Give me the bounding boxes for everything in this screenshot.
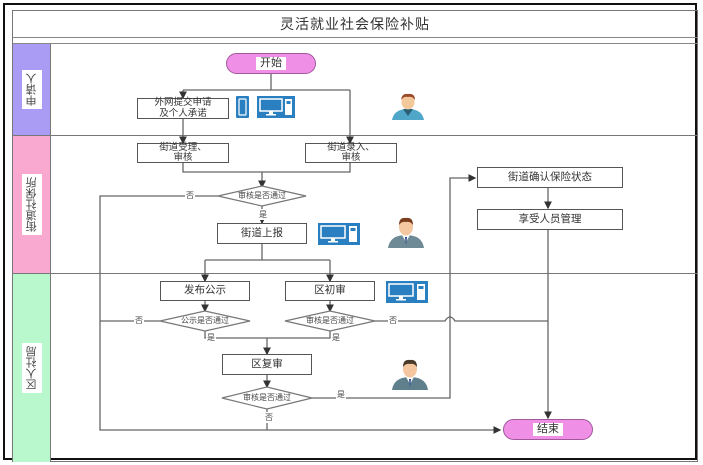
computer-icon bbox=[257, 96, 295, 118]
connector bbox=[182, 163, 351, 173]
lane-divider bbox=[51, 273, 697, 274]
start-node: 开始 bbox=[226, 53, 316, 74]
process-street-accept: 街道受理、 审核 bbox=[137, 142, 229, 163]
header-spacer bbox=[13, 37, 697, 44]
end-node: 结束 bbox=[503, 419, 593, 440]
no-label: 否 bbox=[185, 190, 195, 201]
diagram-title: 灵活就业社会保险补贴 bbox=[13, 11, 697, 38]
yes-label: 是 bbox=[258, 209, 268, 220]
no-label: 否 bbox=[134, 315, 144, 326]
lane-divider bbox=[51, 135, 697, 136]
decision-review-1-label: 审核是否通过 bbox=[238, 190, 286, 200]
applicant-person-icon bbox=[392, 93, 424, 120]
swimlane-container: 灵活就业社会保险补贴 申请人 街道社保所 区人社局 bbox=[12, 10, 698, 462]
decision-review-3-label: 审核是否通过 bbox=[243, 392, 291, 402]
diagram-frame: 灵活就业社会保险补贴 申请人 街道社保所 区人社局 bbox=[3, 3, 698, 462]
decision-review-2-label: 审核是否通过 bbox=[306, 315, 354, 325]
start-label: 开始 bbox=[256, 57, 286, 70]
lane-label-applicant: 申请人 bbox=[13, 44, 51, 136]
lane-label-district: 区人社局 bbox=[13, 274, 51, 462]
computer-icon bbox=[318, 223, 360, 245]
officer-person-icon bbox=[392, 359, 428, 390]
process-street-confirm: 街道确认保险状态 bbox=[477, 167, 623, 188]
end-label: 结束 bbox=[533, 423, 563, 436]
lane-label-street: 街道社保所 bbox=[13, 136, 51, 274]
process-street-entry: 街道录入、 审核 bbox=[305, 142, 397, 163]
tablet-icon bbox=[236, 96, 249, 118]
process-district-first-review: 区初审 bbox=[285, 281, 375, 301]
process-street-report: 街道上报 bbox=[217, 223, 307, 244]
decision-review-1 bbox=[217, 185, 307, 207]
yes-label: 是 bbox=[206, 332, 216, 343]
decision-publicity bbox=[159, 310, 251, 332]
process-beneficiary-management: 享受人员管理 bbox=[477, 209, 623, 230]
connector bbox=[375, 316, 548, 322]
decision-review-2 bbox=[284, 310, 376, 332]
process-district-recheck: 区复审 bbox=[222, 354, 312, 375]
decision-publicity-label: 公示是否通过 bbox=[181, 315, 229, 325]
process-submit-application: 外网提交申请 及个人承诺 bbox=[137, 97, 229, 119]
decision-review-3 bbox=[221, 386, 313, 410]
no-label: 否 bbox=[264, 412, 274, 423]
no-label: 否 bbox=[388, 315, 398, 326]
process-publish-notice: 发布公示 bbox=[160, 281, 250, 301]
connector bbox=[99, 195, 502, 434]
connector bbox=[312, 174, 477, 399]
yes-label: 是 bbox=[336, 389, 346, 400]
connector bbox=[204, 331, 331, 339]
officer-person-icon bbox=[388, 217, 424, 248]
yes-label: 是 bbox=[331, 332, 341, 343]
computer-icon bbox=[386, 281, 428, 303]
